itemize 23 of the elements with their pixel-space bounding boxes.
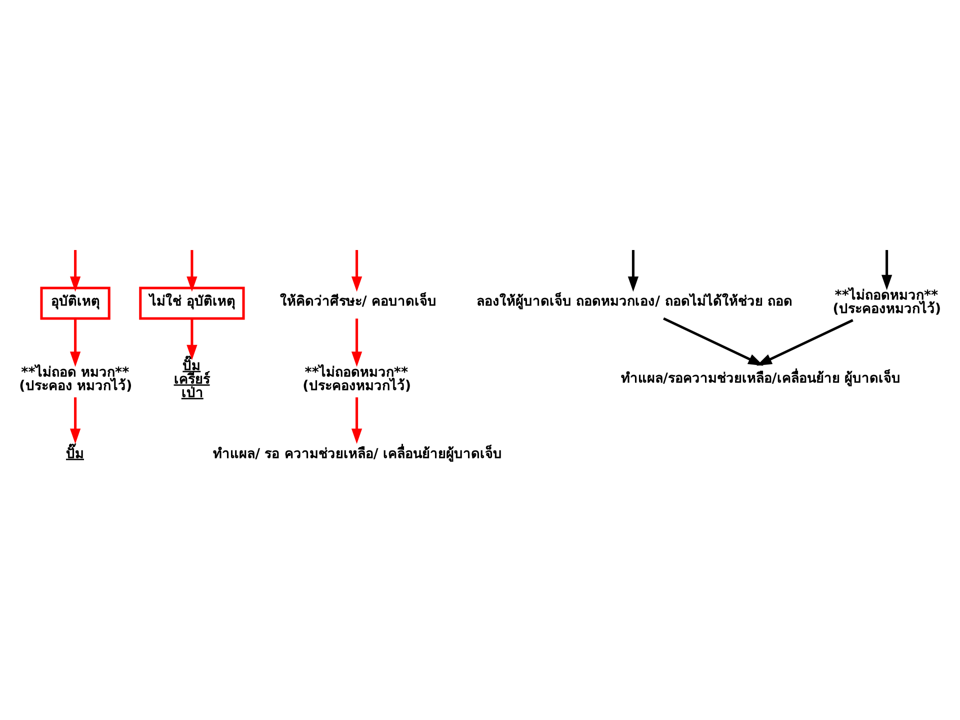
node-text: **ไม่ถอดหมวก** (ประคองหมวกไว้) xyxy=(302,364,412,394)
arrow xyxy=(663,317,764,366)
node-box: อุบัติเหตุ xyxy=(40,286,110,320)
node-box: ไม่ใช่ อุบัติเหตุ xyxy=(139,286,245,320)
arrow xyxy=(628,250,639,292)
arrow xyxy=(351,397,362,444)
node-text: ให้คิดว่าศีรษะ/ คอบาดเจ็บ xyxy=(280,294,437,310)
arrow xyxy=(70,318,81,367)
node-text: ปั๊ม เครียร์ เป่า xyxy=(174,358,210,401)
arrow xyxy=(186,250,198,292)
arrow xyxy=(756,319,854,366)
node-text: ปั๊ม xyxy=(66,446,84,462)
arrow xyxy=(70,250,81,292)
node-text: **ไม่ถอดหมวก** (ประคองหมวกไว้) xyxy=(832,288,942,318)
arrow xyxy=(351,318,362,367)
node-text: ลองให้ผู้บาดเจ็บ ถอดหมวกเอง/ ถอดไม่ได้ให้ช่วย ถอด xyxy=(476,294,792,310)
node-text: ทำแผล/รอความช่วยเหลือ/เคลื่อนย้าย ผู้บาดเจ็บ xyxy=(620,370,901,387)
node-text: ทำแผล/ รอ ความช่วยเหลือ/ เคลื่อนย้ายผู้บาดเจ็บ xyxy=(213,446,502,462)
arrow xyxy=(186,318,198,360)
arrow xyxy=(351,250,362,292)
node-text: **ไม่ถอด หมวก** (ประคอง หมวกไว้) xyxy=(19,364,132,394)
arrow xyxy=(881,250,892,290)
arrow xyxy=(70,397,81,444)
